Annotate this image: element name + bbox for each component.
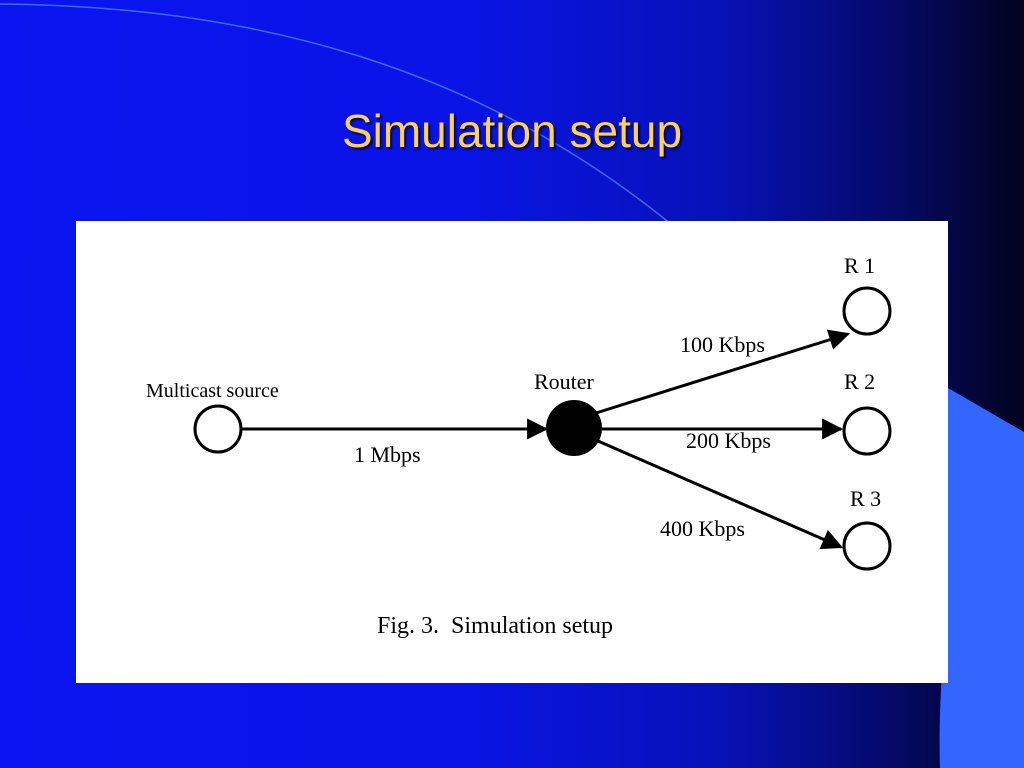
router-node	[546, 400, 602, 456]
link-router-r3	[597, 439, 843, 550]
receiver-node-r2	[842, 406, 892, 456]
figure-caption: Fig. 3. Simulation setup	[377, 613, 613, 639]
link-router-r1	[595, 329, 851, 415]
receiver-node-r1	[842, 286, 892, 336]
link-label-router-r1: 100 Kbps	[680, 332, 765, 357]
receiver-label-r3: R 3	[850, 486, 881, 511]
source-label: Multicast source	[146, 380, 279, 402]
figure-panel: Multicast source Router R 1 R 2 R 3 1 Mb…	[76, 221, 948, 683]
network-diagram: Multicast source Router R 1 R 2 R 3 1 Mb…	[146, 253, 892, 639]
background-accent-shape	[939, 388, 1024, 768]
link-label-router-r3: 400 Kbps	[660, 516, 745, 541]
link-label-router-r2: 200 Kbps	[686, 428, 771, 453]
router-label: Router	[534, 369, 595, 394]
source-node	[193, 404, 243, 454]
receiver-label-r2: R 2	[844, 369, 875, 394]
background-swoosh	[0, 3, 691, 241]
receiver-node-r3	[842, 521, 892, 571]
slide-title: Simulation setup	[341, 105, 683, 157]
link-label-source-router: 1 Mbps	[354, 442, 421, 467]
receiver-label-r1: R 1	[844, 253, 875, 278]
